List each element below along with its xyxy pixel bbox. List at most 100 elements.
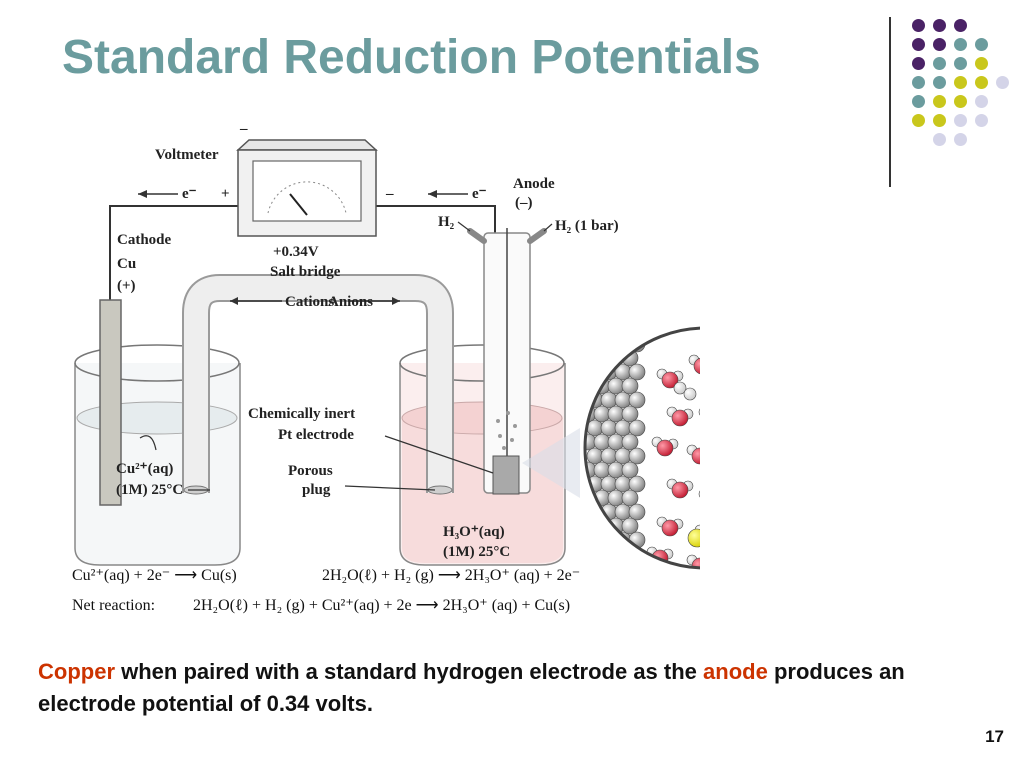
decor-dot	[954, 57, 967, 70]
cations-label: Cations	[285, 294, 334, 310]
hydrogen-atom	[683, 387, 697, 401]
inert-electrode-label: Chemically inert	[248, 406, 355, 422]
caption-text-1: when paired with a standard hydrogen ele…	[115, 659, 704, 684]
net-reaction-label: Net reaction:	[72, 597, 155, 614]
hydrogen-atom	[698, 488, 700, 500]
platinum-atom	[585, 517, 597, 535]
decor-dot	[912, 95, 925, 108]
decor-dot	[954, 95, 967, 108]
platinum-atom	[621, 405, 639, 423]
minus-sign: –	[385, 186, 394, 202]
decor-dot	[933, 38, 946, 51]
platinum-atom	[600, 475, 618, 493]
platinum-atom	[585, 349, 597, 367]
platinum-atom	[593, 405, 611, 423]
voltage-reading: +0.34V	[273, 244, 319, 260]
copper-electrode	[99, 299, 122, 506]
voltmeter	[236, 139, 378, 237]
platinum-atom	[621, 433, 639, 451]
decor-dot	[912, 114, 925, 127]
platinum-atom	[586, 447, 604, 465]
platinum-atom	[593, 328, 611, 339]
platinum-atom	[586, 335, 604, 353]
anode-sign: (–)	[515, 195, 533, 211]
h2-label-right: H₂ (1 bar)	[555, 218, 619, 234]
platinum-atom	[585, 328, 597, 339]
decor-dot	[954, 38, 967, 51]
anode-label: Anode	[513, 176, 555, 192]
platinum-atom	[585, 433, 597, 451]
title-divider	[889, 17, 891, 187]
platinum-atom	[607, 433, 625, 451]
decor-dot	[975, 57, 988, 70]
platinum-atom	[585, 545, 597, 563]
platinum-atom	[621, 328, 639, 339]
platinum-atom	[600, 447, 618, 465]
platinum-atom	[586, 531, 604, 549]
galvanic-cell-diagram: Voltmeter – e⁻ + – e⁻ Anode (–) H₂ H₂ (1…	[72, 121, 700, 614]
oxygen-atom	[671, 409, 689, 427]
platinum-atom	[614, 475, 632, 493]
platinum-atom	[614, 419, 632, 437]
platinum-atom	[621, 517, 639, 535]
hydrogen-electrode	[457, 221, 553, 495]
decor-dot	[912, 19, 925, 32]
platinum-atom	[614, 447, 632, 465]
platinum-atom	[607, 545, 625, 563]
plus-sign: +	[221, 186, 230, 202]
oxygen-atom	[661, 519, 679, 537]
platinum-atom	[607, 328, 625, 339]
platinum-atom	[621, 377, 639, 395]
decor-dot	[975, 114, 988, 127]
platinum-atom	[600, 335, 618, 353]
platinum-atom	[628, 419, 646, 437]
platinum-atom	[600, 531, 618, 549]
porous-label: Porous	[288, 463, 333, 479]
platinum-atom	[593, 349, 611, 367]
hydronium-concentration-label: (1M) 25°C	[443, 544, 510, 560]
cathode-half-reaction: Cu²⁺(aq) + 2e⁻ ⟶ Cu(s)	[72, 567, 237, 584]
platinum-atom	[628, 363, 646, 381]
platinum-atom	[593, 545, 611, 563]
oxygen-atom	[661, 371, 679, 389]
plug-label: plug	[302, 482, 331, 498]
hydrogen-atom	[698, 406, 700, 418]
decor-dot	[912, 38, 925, 51]
platinum-atom	[628, 447, 646, 465]
decor-dot	[975, 38, 988, 51]
pt-electrode-label: Pt electrode	[278, 427, 354, 443]
caption-anode: anode	[703, 659, 768, 684]
voltmeter-label: Voltmeter	[155, 147, 219, 163]
decor-dot	[975, 95, 988, 108]
oxygen-atom	[693, 357, 700, 375]
caption-text-2: produces an electrode potential of 0.34 …	[38, 659, 905, 716]
platinum-atom	[614, 503, 632, 521]
hydronium-label: H₃O⁺(aq)	[443, 524, 505, 540]
hydrogen-atom	[673, 381, 687, 395]
molecular-zoom-view	[583, 326, 700, 570]
caption-copper: Copper	[38, 659, 115, 684]
decor-dot	[933, 57, 946, 70]
decor-dot	[954, 76, 967, 89]
slide-caption: Copper when paired with a standard hydro…	[38, 656, 998, 720]
decor-dot	[954, 19, 967, 32]
decor-dot	[933, 133, 946, 146]
decor-dot	[933, 76, 946, 89]
platinum-atom	[593, 433, 611, 451]
platinum-atom	[621, 461, 639, 479]
platinum-atom	[628, 391, 646, 409]
decor-dot	[933, 114, 946, 127]
decor-dot	[912, 76, 925, 89]
oxygen-atom	[671, 481, 689, 499]
copper-concentration-label: (1M) 25°C	[116, 482, 183, 498]
platinum-atom	[621, 545, 639, 563]
platinum-atom	[607, 405, 625, 423]
platinum-atom	[621, 489, 639, 507]
decor-dot	[933, 95, 946, 108]
cu-label: Cu	[117, 256, 136, 272]
salt-bridge-label: Salt bridge	[270, 264, 341, 280]
yellow-ion	[687, 528, 700, 548]
platinum-atom	[586, 363, 604, 381]
platinum-atom	[614, 335, 632, 353]
decor-dot	[954, 133, 967, 146]
